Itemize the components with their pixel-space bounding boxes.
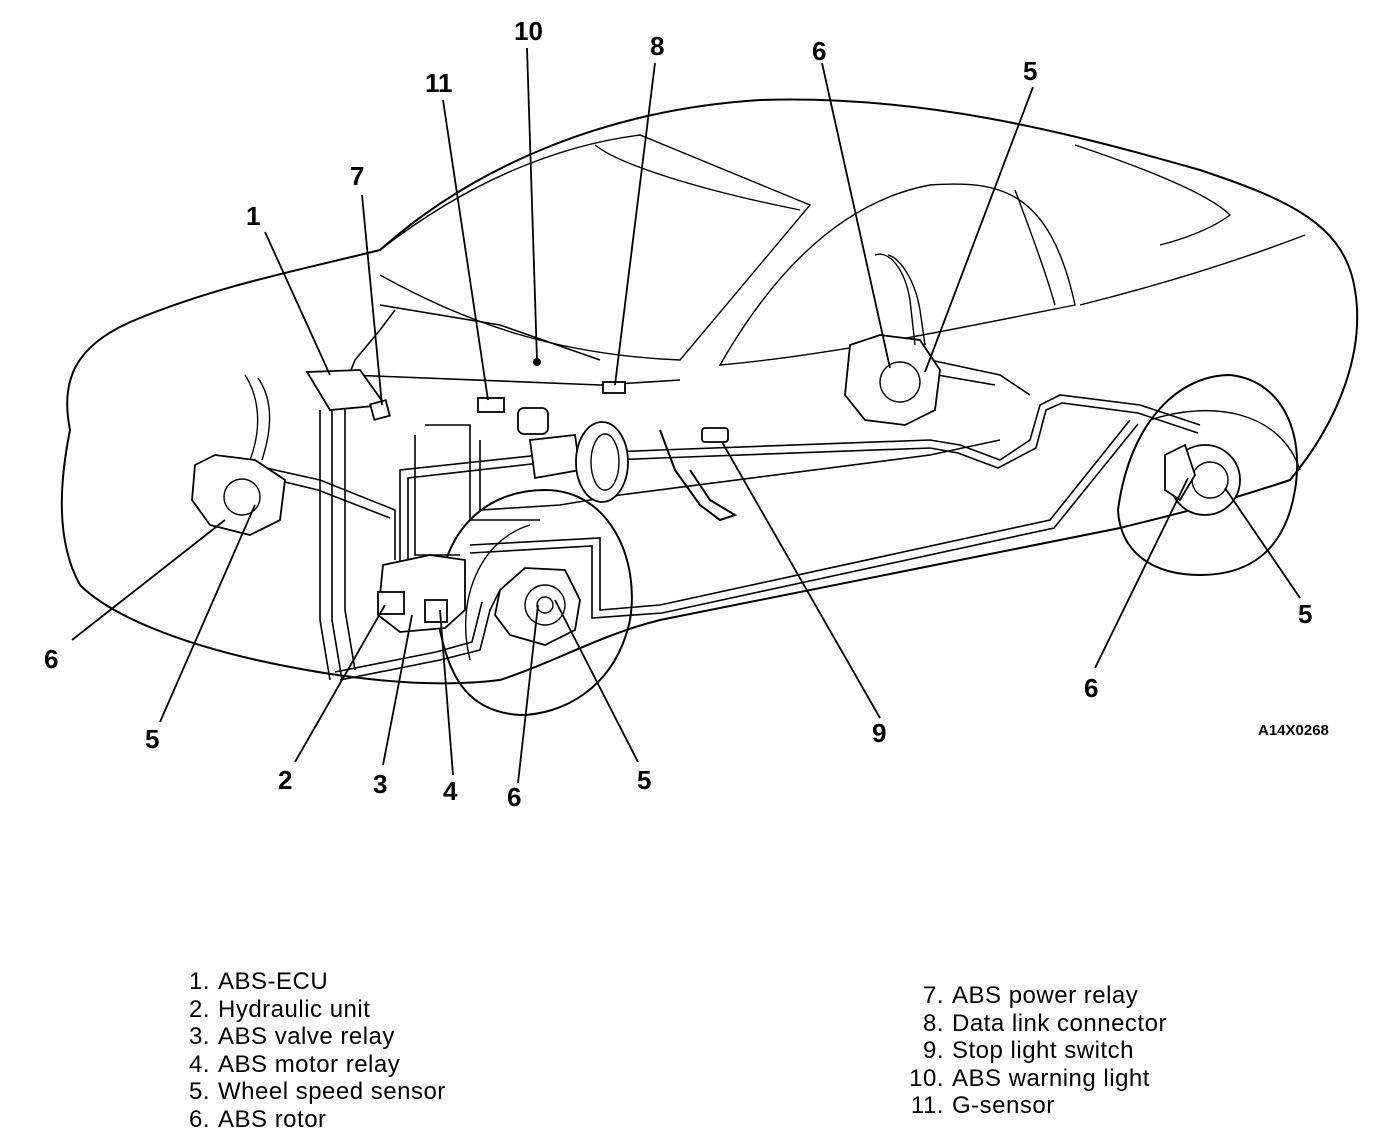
legend-label: ABS rotor (218, 1105, 327, 1133)
abs-layout-diagram: 10 8 11 7 1 6 5 6 5 2 3 4 6 5 9 6 5 A14X… (44, 16, 1359, 812)
callout-5-rear-left: 5 (1023, 56, 1037, 86)
brake-lines (229, 304, 1201, 681)
master-cylinder-shape (528, 434, 582, 480)
legend-number: 6. (188, 1105, 210, 1133)
g-sensor-shape (477, 397, 505, 413)
legend-number: 5. (188, 1078, 210, 1105)
wheels (437, 373, 1299, 717)
legend-label: ABS valve relay (218, 1023, 395, 1050)
valve-relay-shape (377, 591, 405, 615)
abs-power-relay-shape (369, 399, 391, 421)
callout-9: 9 (872, 718, 886, 748)
callout-2: 2 (278, 765, 292, 795)
callout-7: 7 (350, 161, 364, 191)
car-body-outline (60, 98, 1359, 685)
legend-number: 7. (922, 982, 944, 1009)
callout-6-front-right: 6 (507, 782, 521, 812)
callout-6-rear-left: 6 (812, 36, 826, 66)
callout-10: 10 (514, 16, 543, 46)
motor-relay-shape (424, 599, 448, 623)
legend-item: 11. G-sensor (902, 1092, 1167, 1120)
callout-6-front-left: 6 (44, 644, 58, 674)
legend-number: 1. (188, 968, 210, 995)
stop-light-switch-shape (701, 427, 729, 443)
callout-11: 11 (425, 68, 453, 98)
legend-item: 7. ABS power relay (902, 982, 1167, 1010)
legend-number: 9. (922, 1037, 944, 1064)
callout-8: 8 (650, 31, 664, 61)
rear-left-brake (844, 253, 941, 426)
legend-item: 1. ABS-ECU (180, 968, 446, 996)
callout-5-rear-right: 5 (1298, 599, 1312, 629)
callout-3: 3 (373, 769, 387, 799)
legend-number: 10. (909, 1064, 944, 1092)
callout-5-front-right: 5 (637, 765, 651, 795)
reservoir-shape (517, 407, 549, 435)
leader-lines (71, 47, 1301, 784)
brake-pedal-shape (659, 429, 738, 522)
legend-left: 1. ABS-ECU 2. Hydraulic unit 3. ABS valve r… (180, 968, 446, 1133)
legend-number: 2. (188, 995, 210, 1023)
legend-right: 7.ABS power relay 8.Data link connector … (902, 982, 1167, 1120)
legend-item: 4. ABS motor relay (180, 1051, 446, 1079)
legend-label: ABS motor relay (218, 1050, 401, 1078)
callout-6-rear-right: 6 (1084, 673, 1098, 703)
legend-item: 3. ABS valve relay (180, 1023, 446, 1051)
legend-label: ABS-ECU (218, 968, 329, 995)
legend-item: 10. ABS warning light (902, 1065, 1167, 1093)
legend-item: 6. ABS rotor (180, 1106, 446, 1134)
legend-item: 2. Hydraulic unit (180, 996, 446, 1024)
legend-number: 8. (922, 1009, 944, 1037)
abs-warning-light-dot (533, 358, 541, 366)
legend-label: G-sensor (952, 1092, 1055, 1119)
legend-number: 4. (188, 1050, 210, 1078)
legend-label: Wheel speed sensor (218, 1078, 446, 1105)
callout-4: 4 (443, 776, 458, 806)
legend-label: ABS warning light (952, 1064, 1150, 1092)
data-link-connector-shape (602, 381, 626, 394)
legend-number: 3. (188, 1023, 210, 1050)
legend-label: Hydraulic unit (218, 995, 371, 1023)
figure-code: A14X0268 (1258, 722, 1329, 739)
callout-5-front-left: 5 (145, 724, 159, 754)
front-left-brake (191, 374, 286, 536)
legend-label: Stop light switch (952, 1037, 1134, 1064)
callouts: 10 8 11 7 1 6 5 6 5 2 3 4 6 5 9 6 5 A14X… (44, 16, 1329, 812)
legend-item: 8. Data link connector (902, 1010, 1167, 1038)
legend-label: ABS power relay (952, 982, 1139, 1009)
legend-label: Data link connector (952, 1009, 1167, 1037)
rear-right-brake (1164, 443, 1241, 516)
legend-number: 11. (910, 1092, 944, 1119)
legend-item: 9. Stop light switch (902, 1037, 1167, 1065)
legend-item: 5. Wheel speed sensor (180, 1078, 446, 1106)
components (191, 253, 1241, 646)
callout-1: 1 (246, 201, 260, 231)
